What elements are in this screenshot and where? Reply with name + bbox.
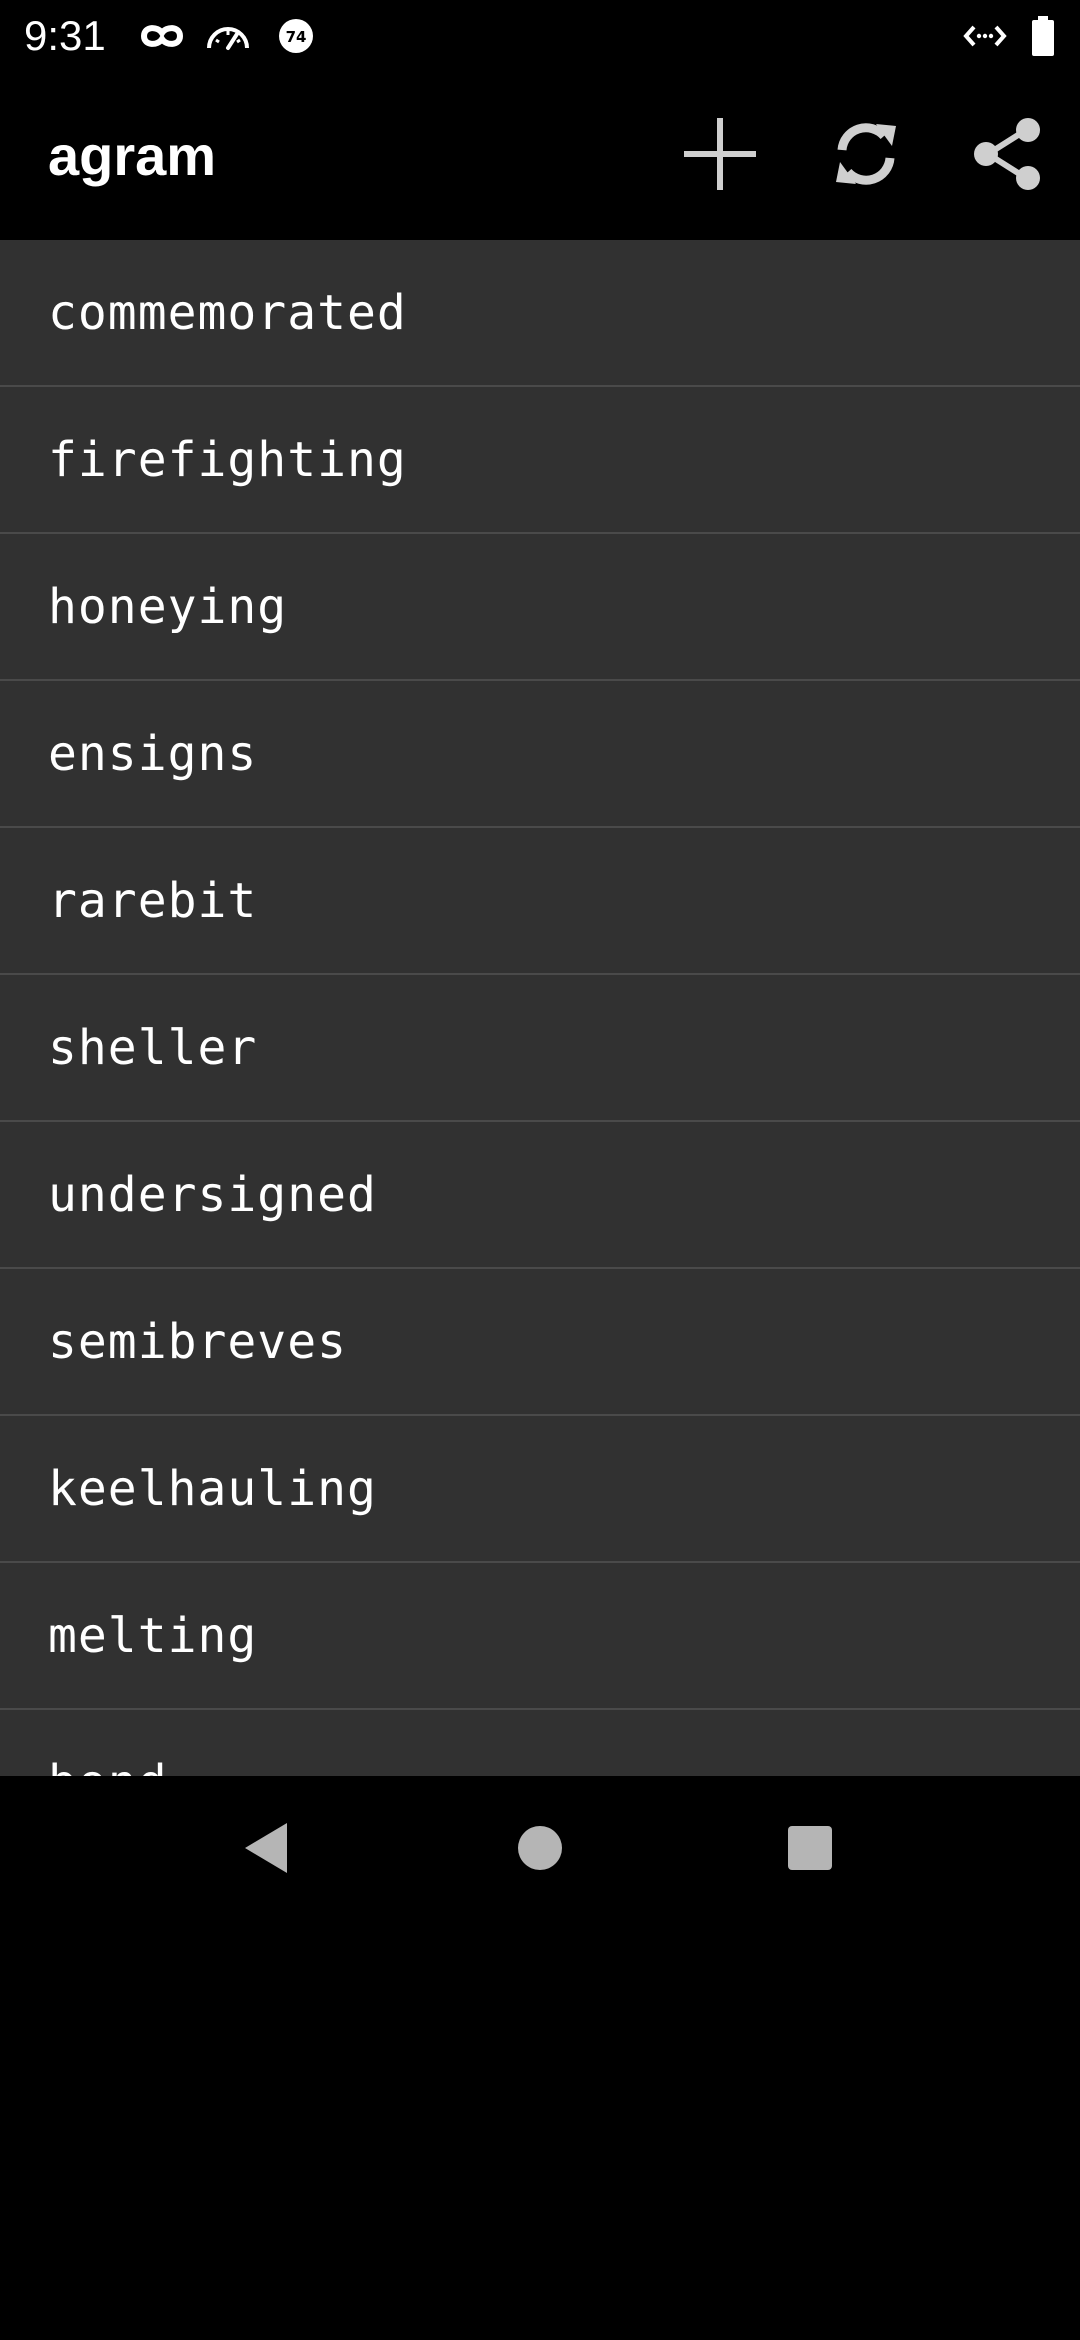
add-button[interactable] (672, 108, 768, 204)
recents-button[interactable] (760, 1800, 860, 1900)
battery-icon (1028, 14, 1058, 58)
recents-icon (787, 1825, 833, 1875)
status-bar: 9:31 74 (0, 0, 1080, 72)
list-item[interactable]: ensigns (0, 681, 1080, 828)
list-item-label: semibreves (48, 1313, 347, 1370)
word-list[interactable]: commemorated firefighting honeying ensig… (0, 240, 1080, 1776)
badge-74-icon: 74 (276, 14, 316, 58)
share-icon (970, 116, 1046, 196)
list-item[interactable]: bond (0, 1710, 1080, 1777)
list-item-label: firefighting (48, 431, 407, 488)
home-icon (517, 1825, 563, 1875)
list-item[interactable]: semibreves (0, 1269, 1080, 1416)
nav-bar (0, 1776, 1080, 1920)
list-item-label: melting (48, 1607, 258, 1664)
list-item-label: rarebit (48, 872, 258, 929)
list-item-label: commemorated (48, 284, 407, 341)
list-item[interactable]: commemorated (0, 240, 1080, 387)
list-item[interactable]: melting (0, 1563, 1080, 1710)
list-item-label: ensigns (48, 725, 258, 782)
back-icon (241, 1821, 291, 1879)
list-item[interactable]: sheller (0, 975, 1080, 1122)
list-item[interactable]: keelhauling (0, 1416, 1080, 1563)
refresh-icon (828, 116, 904, 196)
back-button[interactable] (216, 1800, 316, 1900)
status-time: 9:31 (24, 12, 106, 59)
list-item-label: sheller (48, 1019, 258, 1076)
share-button[interactable] (960, 108, 1056, 204)
list-item[interactable]: honeying (0, 534, 1080, 681)
list-item-label: keelhauling (48, 1460, 377, 1517)
list-item-label: honeying (48, 578, 288, 635)
refresh-button[interactable] (818, 108, 914, 204)
list-item-label: bond (48, 1755, 168, 1777)
incognito-icon (140, 14, 184, 58)
list-item-label: undersigned (48, 1166, 377, 1223)
code-icon (962, 14, 1008, 58)
badge-74-text: 74 (286, 28, 307, 46)
list-item[interactable]: undersigned (0, 1122, 1080, 1269)
list-item[interactable]: rarebit (0, 828, 1080, 975)
add-icon (682, 116, 758, 196)
app-title: agram (48, 124, 217, 187)
speedometer-icon (204, 14, 252, 58)
empty-area (0, 1920, 1080, 2340)
home-button[interactable] (490, 1800, 590, 1900)
list-item[interactable]: firefighting (0, 387, 1080, 534)
app-bar: agram (0, 72, 1080, 240)
